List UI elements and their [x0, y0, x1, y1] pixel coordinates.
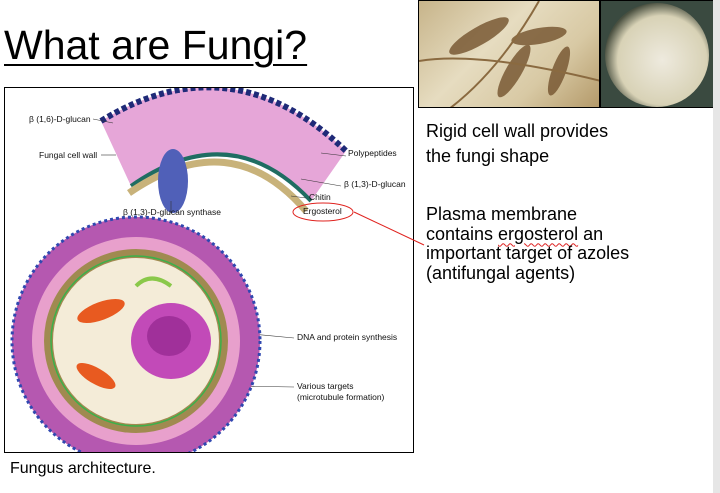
label-glucan-synthase: β (1,3)-D-glucan synthase	[123, 207, 221, 217]
point2-line3: important target of azoles	[426, 243, 630, 263]
ergosterol-highlight	[292, 202, 354, 222]
label-b16-glucan: β (1,6)-D-glucan	[29, 114, 91, 124]
point1-line2: the fungi shape	[426, 145, 550, 166]
label-fungal-cell-wall: Fungal cell wall	[39, 150, 97, 160]
label-microtubule-formation: (microtubule formation)	[297, 392, 385, 402]
diagram-caption: Fungus architecture.	[10, 460, 156, 477]
label-ergosterol: Ergosterol	[303, 206, 342, 216]
point-cell-wall: Rigid cell wall provides the fungi shape	[426, 121, 609, 166]
point2-line2: contains ergosterol an	[426, 223, 629, 245]
label-polypeptides: Polypeptides	[348, 148, 397, 158]
ergosterol-word: ergosterol	[498, 223, 579, 244]
point2-line4: (antifungal agents)	[426, 262, 576, 283]
point2-line1: Plasma membrane	[426, 204, 578, 224]
point1-line1: Rigid cell wall provides	[426, 121, 609, 141]
fungal-cell	[10, 215, 262, 467]
fungus-architecture-diagram: β (1,6)-D-glucan Fungal cell wall Polype…	[4, 84, 414, 467]
fungus-colony-petri-photo	[600, 0, 714, 108]
slide-title: What are Fungi?	[4, 22, 308, 68]
fungus-microscope-photo	[418, 0, 600, 108]
cell-wall-segment	[99, 84, 349, 214]
label-chitin: Chitin	[309, 192, 331, 202]
point2-text: contains	[426, 223, 499, 244]
scrollbar[interactable]	[713, 0, 720, 493]
label-b13-glucan: β (1,3)-D-glucan	[344, 179, 406, 189]
label-dna-protein-synthesis: DNA and protein synthesis	[297, 332, 397, 342]
point-plasma-membrane: Plasma membrane contains ergosterol an i…	[426, 204, 630, 283]
label-various-targets: Various targets	[297, 381, 354, 391]
point2-text: an	[578, 223, 604, 244]
